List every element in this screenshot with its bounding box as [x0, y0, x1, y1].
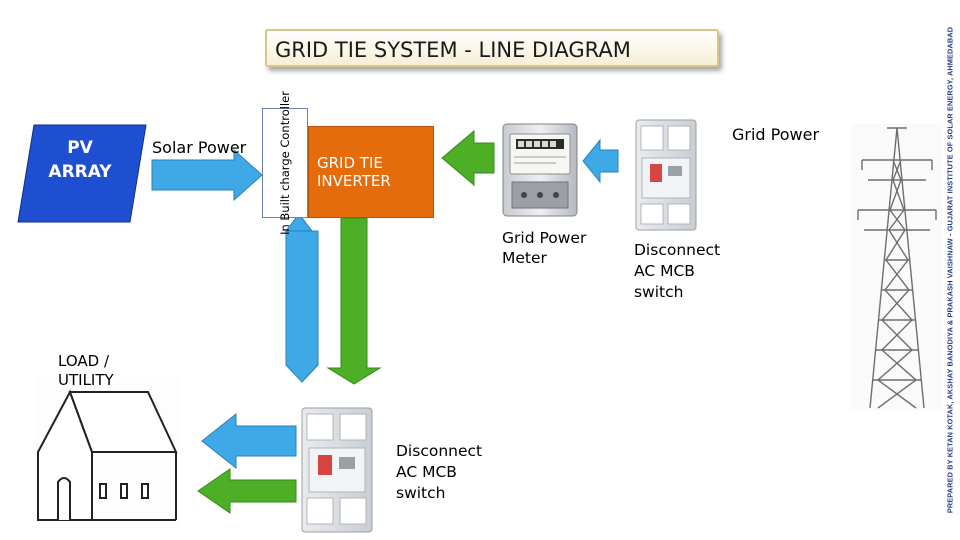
mcb-top-image [635, 119, 697, 231]
mcb-top-label: Disconnect AC MCB switch [634, 241, 721, 301]
load-utility-label: LOAD / UTILITY [58, 352, 114, 386]
charge-controller-label: In Built charge Controller [278, 91, 292, 235]
diagram-title: GRID TIE SYSTEM - LINE DIAGRAM [265, 29, 719, 67]
grid-tie-inverter-label: GRID TIE INVERTER [317, 154, 391, 190]
grid-power-label: Grid Power [732, 125, 820, 144]
mcb-bottom-label: Disconnect AC MCB switch [396, 442, 483, 502]
utility-up-arrow-shaft [285, 230, 319, 383]
pv-array-line1: PV [67, 138, 93, 158]
mcb-to-load-arrow-blue [201, 412, 297, 470]
pv-array-line2: ARRAY [48, 162, 112, 182]
pv-array-shape [17, 124, 147, 223]
mcb-to-meter-arrow [582, 138, 619, 184]
transmission-tower-image [851, 124, 943, 410]
energy-meter-image [502, 123, 578, 217]
meter-to-inverter-arrow [441, 129, 495, 187]
grid-tie-inverter-box: GRID TIE INVERTER [308, 126, 434, 218]
mcb-to-load-arrow-green [197, 468, 297, 514]
solar-power-label: Solar Power [152, 138, 247, 157]
charge-controller-box: In Built charge Controller [262, 91, 308, 235]
grid-power-meter-label: Grid Power Meter [502, 229, 587, 267]
diagram-title-text: GRID TIE SYSTEM - LINE DIAGRAM [275, 38, 631, 62]
inverter-down-arrow [326, 217, 382, 385]
pv-array-label: PV ARRAY [35, 136, 125, 184]
mcb-bottom-image [301, 407, 373, 533]
house-image [35, 378, 179, 528]
solar-power-arrow [151, 148, 263, 202]
